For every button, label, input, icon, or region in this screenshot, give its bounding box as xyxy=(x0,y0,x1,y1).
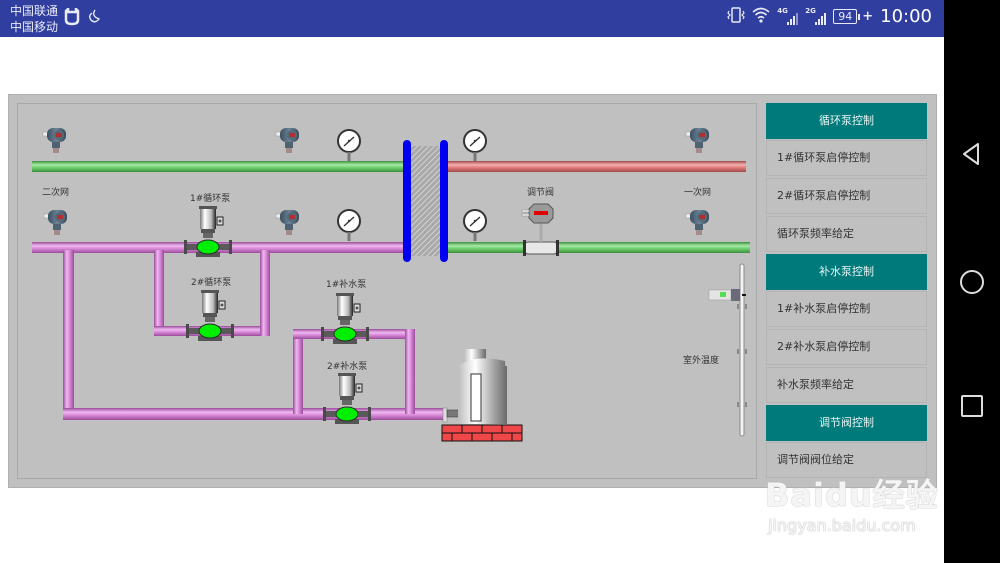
process-diagram-svg xyxy=(32,127,750,442)
makeup-bypass-left xyxy=(293,329,303,414)
control-item[interactable]: 调节阀阀位给定 xyxy=(766,442,927,478)
pressure-gauge-icon[interactable] xyxy=(463,209,487,242)
vibrate-icon xyxy=(727,6,745,27)
pressure-transmitter-icon[interactable] xyxy=(43,209,68,236)
group-header-1[interactable]: 补水泵控制 xyxy=(766,254,927,290)
label-primary-net: 一次网 xyxy=(684,188,712,198)
control-item[interactable]: 1#补水泵启停控制 xyxy=(766,291,927,327)
status-icons: 4G 2G 94 + 10:00 xyxy=(727,6,932,27)
process-diagram: 二次网 一次网 1#循环泵 2#循环泵 1#补水泵 2#补水泵 调节阀 室外温度 xyxy=(17,103,757,479)
moon-icon xyxy=(88,8,102,28)
group-header-2[interactable]: 调节阀控制 xyxy=(766,405,927,441)
signal-4g-icon: 4G xyxy=(777,6,799,25)
recents-square-icon xyxy=(961,395,983,417)
watermark-url: jingyan.baidu.com xyxy=(768,516,916,535)
battery-level: 94 xyxy=(833,9,858,24)
bypass-pipe-left xyxy=(154,250,164,335)
primary-supply-pipe xyxy=(438,161,746,172)
pressure-transmitter-icon[interactable] xyxy=(685,209,710,236)
control-item[interactable]: 2#循环泵启停控制 xyxy=(766,178,927,214)
pressure-gauge-icon[interactable] xyxy=(337,209,361,242)
wifi-icon xyxy=(752,7,770,27)
pressure-gauge-icon[interactable] xyxy=(337,129,361,162)
group-header-0[interactable]: 循环泵控制 xyxy=(766,103,927,139)
pressure-transmitter-icon[interactable] xyxy=(275,209,300,236)
battery-icon: 94 xyxy=(833,9,861,24)
heat-exchanger[interactable] xyxy=(403,140,448,262)
makeup-feed-pipe xyxy=(63,408,443,420)
clock: 10:00 xyxy=(880,6,932,27)
pressure-transmitter-icon[interactable] xyxy=(275,127,300,154)
navigation-bar xyxy=(944,0,1000,563)
notification-app-icon xyxy=(64,5,80,30)
label-secondary-net: 二次网 xyxy=(42,188,70,198)
outdoor-temp-slider[interactable] xyxy=(708,263,747,437)
label-circ-pump-2: 2#循环泵 xyxy=(191,278,232,288)
makeup-bypass-right xyxy=(405,329,415,414)
primary-return-pipe xyxy=(438,242,750,253)
back-triangle-icon xyxy=(963,143,979,165)
status-bar: 中国联通 中国移动 4G 2G 94 xyxy=(0,0,944,37)
makeup-pump-1-icon[interactable] xyxy=(320,292,370,345)
label-circ-pump-1: 1#循环泵 xyxy=(190,194,231,204)
back-button[interactable] xyxy=(958,140,986,168)
bypass-pipe-right xyxy=(260,250,270,336)
charging-icon: + xyxy=(862,9,874,24)
heat-exchanger-plate-left xyxy=(403,140,411,262)
water-tank-icon[interactable] xyxy=(441,349,523,442)
control-item[interactable]: 1#循环泵启停控制 xyxy=(766,140,927,176)
makeup-pump-2-icon[interactable] xyxy=(322,372,372,425)
circulation-pump-1-icon[interactable] xyxy=(183,205,233,258)
label-makeup-pump-2: 2#补水泵 xyxy=(327,362,368,372)
home-button[interactable] xyxy=(958,268,986,296)
recents-button[interactable] xyxy=(958,392,986,420)
slider-track[interactable] xyxy=(739,263,745,437)
label-outdoor-temp: 室外温度 xyxy=(683,356,720,366)
pressure-gauge-icon[interactable] xyxy=(463,129,487,162)
app-screen: 中国联通 中国移动 4G 2G 94 xyxy=(0,0,944,535)
control-valve-icon[interactable] xyxy=(521,203,559,256)
carrier-2: 中国移动 xyxy=(10,20,59,34)
control-item[interactable]: 循环泵频率给定 xyxy=(766,216,927,252)
pressure-transmitter-icon[interactable] xyxy=(42,127,67,154)
signal-4g-label: 4G xyxy=(777,6,788,15)
control-item[interactable]: 2#补水泵启停控制 xyxy=(766,329,927,365)
circulation-pump-2-icon[interactable] xyxy=(185,289,235,342)
carrier-1: 中国联通 xyxy=(10,4,59,18)
secondary-supply-pipe xyxy=(32,161,408,172)
signal-2g-icon: 2G xyxy=(805,6,827,25)
label-makeup-pump-1: 1#补水泵 xyxy=(326,280,367,290)
signal-2g-label: 2G xyxy=(805,6,816,15)
label-control-valve: 调节阀 xyxy=(527,188,555,198)
pressure-transmitter-icon[interactable] xyxy=(685,127,710,154)
control-item[interactable]: 补水泵频率给定 xyxy=(766,367,927,403)
slider-thumb[interactable] xyxy=(708,288,746,301)
scada-panel: 二次网 一次网 1#循环泵 2#循环泵 1#补水泵 2#补水泵 调节阀 室外温度… xyxy=(8,94,937,488)
return-riser-pipe xyxy=(63,250,74,420)
home-circle-icon xyxy=(960,270,984,294)
heat-exchanger-plate-right xyxy=(440,140,448,262)
